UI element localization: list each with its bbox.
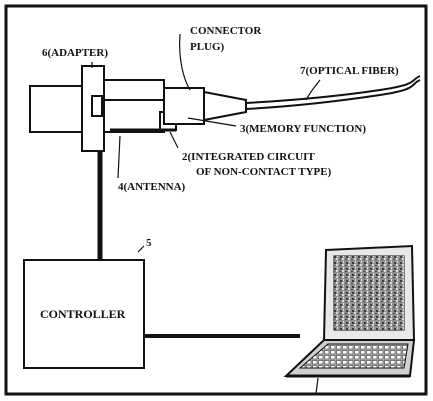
leader-memory <box>187 117 237 127</box>
laptop <box>283 244 416 395</box>
optical-fiber-cable-edge <box>245 79 421 110</box>
laptop-screen-noise <box>334 256 404 330</box>
laptop-keyboard <box>298 343 409 369</box>
connector-plug-body <box>163 87 205 125</box>
leader-lines <box>91 33 321 253</box>
connector-plug-taper <box>203 90 247 122</box>
laptop-leader <box>315 377 319 395</box>
optical-fiber-label: 7(OPTICAL FIBER) <box>300 65 399 77</box>
memory-function-label: 3(MEMORY FUNCTION) <box>240 123 366 135</box>
controller-label: CONTROLLER <box>40 307 126 321</box>
adapter-label: 6(ADAPTER) <box>42 47 108 59</box>
leader-fiber <box>305 79 321 101</box>
optical-fiber-cable <box>245 75 421 104</box>
leader-controller <box>137 245 145 253</box>
leader-antenna <box>117 135 121 179</box>
leader-connector <box>179 33 191 91</box>
connector-label-line1: CONNECTOR <box>190 25 262 37</box>
connector-plug <box>163 87 247 125</box>
ic-label-line2: OF NON-CONTACT TYPE) <box>196 166 332 178</box>
adapter-assembly <box>29 65 165 152</box>
adapter-left-body <box>29 85 83 133</box>
antenna-label: 4(ANTENNA) <box>118 181 186 193</box>
controller-ref-label: 5 <box>146 237 152 249</box>
adapter-sleeve <box>91 95 103 117</box>
leader-ic <box>169 131 179 149</box>
connector-label-line2: PLUG) <box>190 41 225 53</box>
ic-label-line1: 2(INTEGRATED CIRCUIT <box>182 151 315 163</box>
adapter-inner-block <box>103 79 165 133</box>
controller-box <box>23 259 145 369</box>
